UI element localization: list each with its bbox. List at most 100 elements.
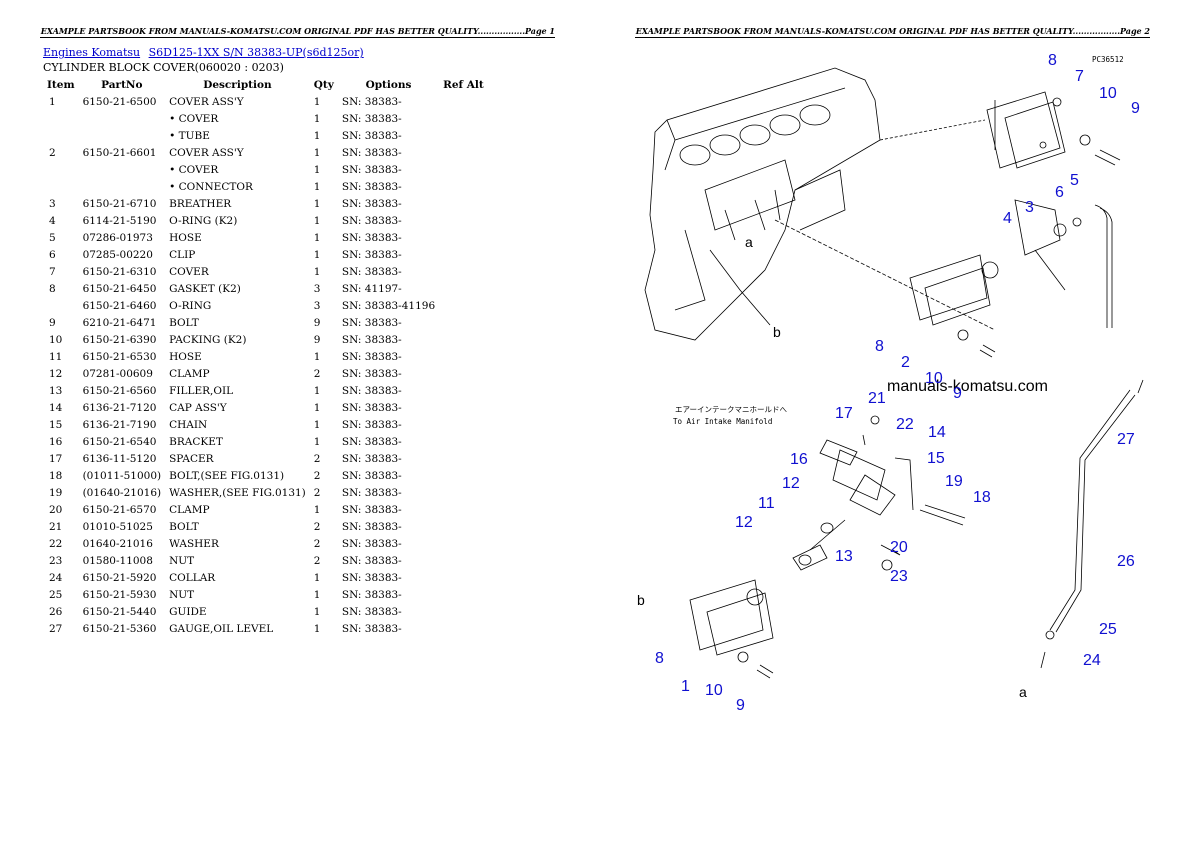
watermark-text: manuals-komatsu.com (887, 378, 1048, 395)
row-options: SN: 38383- (341, 469, 402, 482)
row-options: SN: 38383- (341, 605, 402, 618)
row-qty: 1 (313, 197, 321, 210)
row-qty: 2 (313, 469, 321, 482)
row-ref-alt (439, 178, 488, 195)
row-options: SN: 38383- (341, 435, 402, 448)
callout-17: 17 (835, 405, 853, 422)
callout-26: 26 (1117, 553, 1135, 570)
row-partno: 6150-21-6710 (82, 197, 157, 210)
row-item: 23 (49, 554, 63, 567)
row-partno: 6150-21-5360 (82, 622, 157, 635)
row-partno: 6150-21-6560 (82, 384, 157, 397)
row-options: SN: 38383- (341, 180, 402, 193)
row-description: BREATHER (169, 197, 232, 210)
row-item: 12 (49, 367, 63, 380)
row-qty: 1 (313, 622, 321, 635)
row-item (43, 161, 79, 178)
row-qty: 1 (313, 112, 321, 125)
parts-table: Item PartNo Description Qty Options Ref … (43, 76, 488, 637)
row-partno: 6150-21-6460 (82, 299, 157, 312)
page-1: EXAMPLE PARTSBOOK FROM MANUALS-KOMATSU.C… (40, 26, 555, 637)
row-item: 18 (49, 469, 63, 482)
row-qty: 1 (313, 418, 321, 431)
row-description: O-RING (K2) (169, 214, 238, 227)
row-item: 9 (49, 316, 56, 329)
row-ref-alt (439, 518, 488, 535)
row-qty: 1 (313, 350, 321, 363)
row-ref-alt (439, 348, 488, 365)
breadcrumb: Engines Komatsu S6D125-1XX S/N 38383-UP(… (43, 46, 369, 59)
callout-23: 23 (890, 568, 908, 585)
row-description: WASHER,(SEE FIG.0131) (169, 486, 306, 499)
row-description: COVER (169, 265, 209, 278)
row-partno (79, 178, 166, 195)
breadcrumb-link-model[interactable]: S6D125-1XX S/N 38383-UP(s6d125or) (148, 46, 364, 59)
row-description: CAP ASS'Y (169, 401, 227, 414)
row-qty: 1 (313, 231, 321, 244)
row-partno: 07281-00609 (82, 367, 153, 380)
row-qty: 3 (313, 282, 321, 295)
row-options: SN: 38383- (341, 452, 402, 465)
row-options: SN: 38383- (341, 112, 402, 125)
row-qty: 1 (313, 129, 321, 142)
col-options: Options (365, 78, 412, 91)
row-item: 27 (49, 622, 63, 635)
row-qty: 1 (313, 384, 321, 397)
row-qty: 2 (313, 452, 321, 465)
row-description: HOSE (169, 350, 202, 363)
row-partno: 6150-21-6310 (82, 265, 157, 278)
row-options: SN: 38383- (341, 333, 402, 346)
row-ref-alt (439, 229, 488, 246)
row-ref-alt (439, 331, 488, 348)
callout-8: 8 (875, 338, 884, 355)
callout-5: 5 (1070, 172, 1079, 189)
row-partno: 6136-11-5120 (82, 452, 157, 465)
row-item: 20 (49, 503, 63, 516)
row-item (43, 110, 79, 127)
row-qty: 1 (313, 163, 321, 176)
breadcrumb-link-engines[interactable]: Engines Komatsu (43, 46, 141, 59)
row-description: GUIDE (169, 605, 207, 618)
row-options: SN: 38383- (341, 214, 402, 227)
callout-18: 18 (973, 489, 991, 506)
row-ref-alt (439, 484, 488, 501)
row-options: SN: 38383- (341, 367, 402, 380)
row-options: SN: 38383- (341, 554, 402, 567)
row-description: COVER ASS'Y (169, 146, 244, 159)
row-item: 10 (49, 333, 63, 346)
callout-12: 12 (782, 475, 800, 492)
row-partno: 6150-21-6601 (82, 146, 157, 159)
row-item: 1 (49, 95, 56, 108)
row-item (43, 297, 79, 314)
row-description: NUT (169, 588, 195, 601)
page-header: EXAMPLE PARTSBOOK FROM MANUALS-KOMATSU.C… (635, 26, 1150, 38)
callout-6: 6 (1055, 184, 1064, 201)
row-ref-alt (439, 569, 488, 586)
row-partno: 6150-21-6530 (82, 350, 157, 363)
row-options: SN: 41197- (341, 282, 402, 295)
callout-25: 25 (1099, 621, 1117, 638)
row-options: SN: 38383- (341, 265, 402, 278)
callout-10: 10 (705, 682, 723, 699)
row-partno: 6114-21-5190 (82, 214, 157, 227)
row-options: SN: 38383- (341, 95, 402, 108)
row-item: 14 (49, 401, 63, 414)
row-partno: 6150-21-5930 (82, 588, 157, 601)
callout-10: 10 (925, 370, 943, 387)
row-qty: 9 (313, 316, 321, 329)
marker-b: b (637, 592, 645, 608)
row-item: 2 (49, 146, 56, 159)
callout-8: 8 (1048, 52, 1057, 69)
row-item: 24 (49, 571, 63, 584)
row-item: 6 (49, 248, 56, 261)
row-partno: 6150-21-5440 (82, 605, 157, 618)
row-options: SN: 38383- (341, 588, 402, 601)
